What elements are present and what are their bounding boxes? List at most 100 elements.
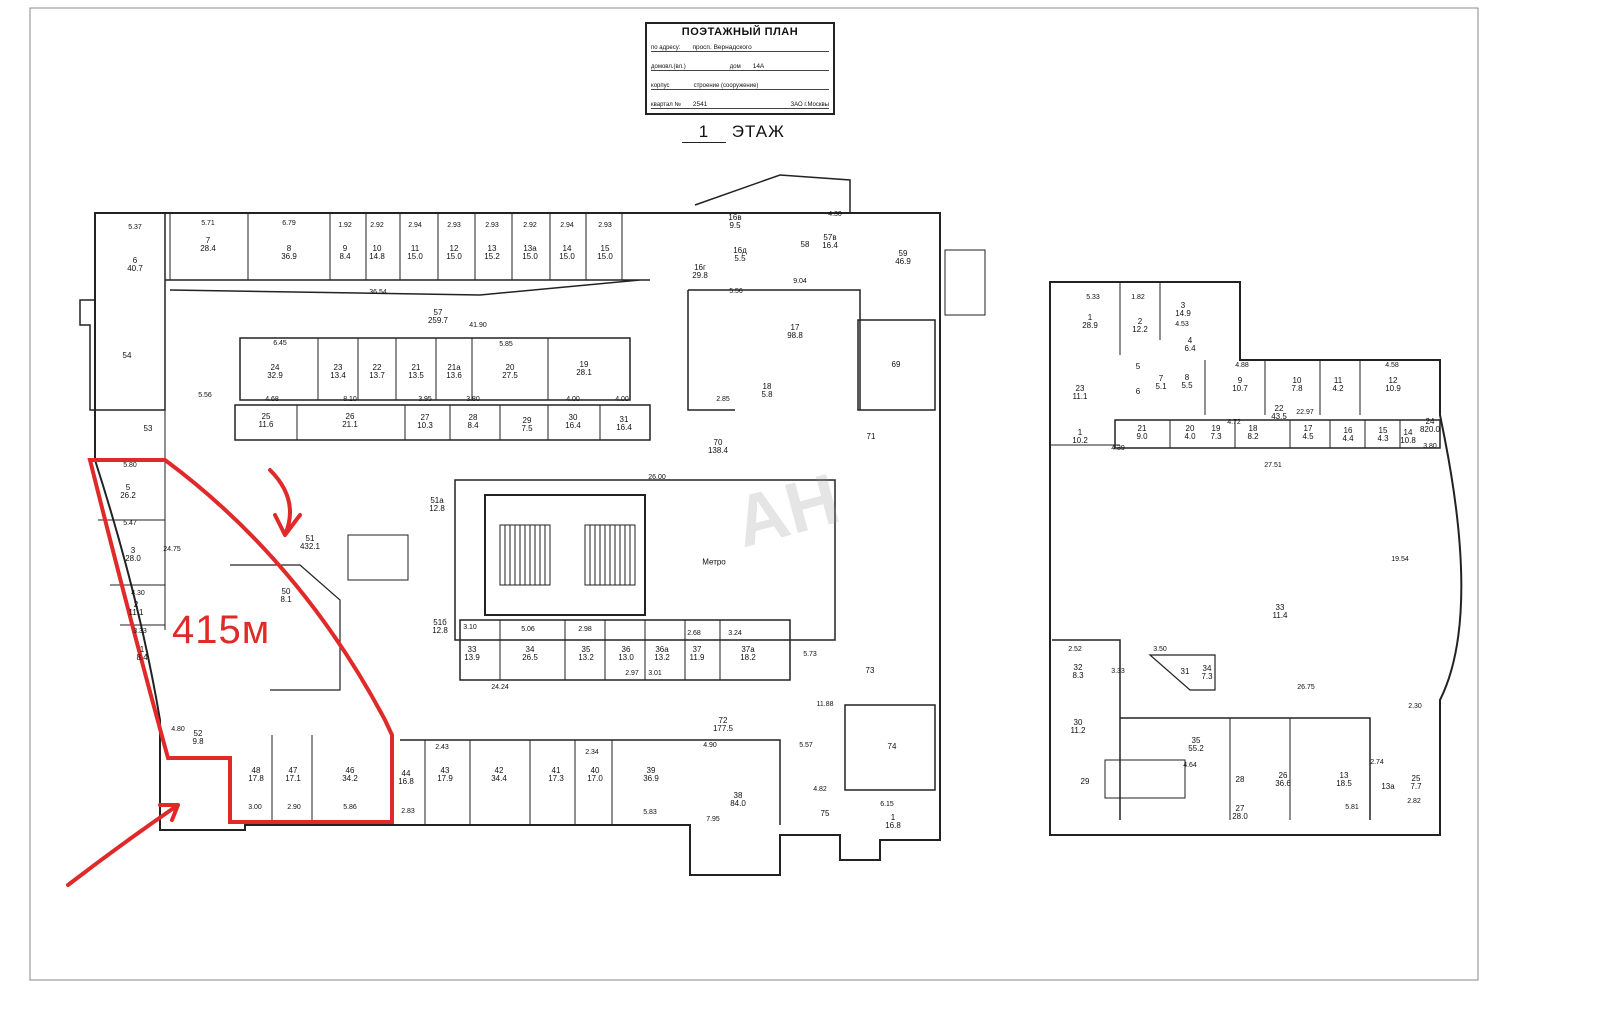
room-number: 41 (551, 766, 561, 775)
room-number: 48 (251, 766, 261, 775)
room-area: 17.0 (587, 774, 603, 783)
room-area: 32.9 (267, 371, 283, 380)
room-number: 54 (122, 351, 132, 360)
dimension-label: 2.68 (687, 630, 701, 637)
room-number: 21 (1137, 424, 1147, 433)
room-number: 28 (468, 413, 478, 422)
dimension-label: 2.98 (578, 626, 592, 633)
room-number: 32 (1073, 663, 1083, 672)
room-area: 138.4 (707, 446, 729, 455)
room-number: 27 (420, 413, 430, 422)
dimension-label: 2.97 (625, 670, 639, 677)
building-label: строение (сооружение) (693, 83, 759, 89)
room-number: 2 (133, 600, 139, 609)
dimension-label: 4.53 (1175, 321, 1189, 328)
dimension-label: 2.92 (523, 222, 537, 229)
dimension-label: 5.47 (123, 520, 137, 527)
room-area: 16.8 (398, 777, 414, 786)
room-area: 10.2 (1072, 436, 1088, 445)
dimension-label: 2.92 (370, 222, 384, 229)
dimension-label: 5.80 (123, 462, 137, 469)
room-number: 1 (890, 813, 896, 822)
room-area: 17.1 (285, 774, 301, 783)
room-number: 16 (1343, 426, 1353, 435)
room-number: 11 (1333, 376, 1343, 385)
room-area: 98.8 (787, 331, 803, 340)
room-number: 22 (372, 363, 382, 372)
room-area: 12.8 (429, 504, 445, 513)
dimension-label: 6.45 (273, 340, 287, 347)
room-number: 38 (733, 791, 743, 800)
room-label: 53 (144, 425, 153, 433)
dimension-label: 2.82 (1407, 798, 1421, 805)
room-number: 4 (1187, 336, 1193, 345)
korpus-label: корпус (651, 83, 670, 89)
room-area: 15.0 (597, 252, 613, 261)
room-area: 13.2 (654, 653, 670, 662)
room-number: 6 (1135, 387, 1141, 396)
room-number: 72 (718, 716, 728, 725)
room-area: 432.1 (299, 542, 321, 551)
dimension-label: 2.93 (447, 222, 461, 229)
room-area: 55.2 (1188, 744, 1204, 753)
room-area: 13.5 (408, 371, 424, 380)
room-number: 12 (1388, 376, 1398, 385)
room-area: 4.5 (1302, 432, 1314, 441)
room-number: 13 (1339, 771, 1349, 780)
room-area: 13.0 (618, 653, 634, 662)
room-number: 3 (1180, 301, 1186, 310)
dimension-label: 24.24 (491, 684, 509, 691)
house-value: 14А (752, 63, 765, 70)
room-number: 34 (1202, 664, 1212, 673)
room-area: 43.5 (1271, 412, 1287, 421)
dimension-label: 5.73 (803, 651, 817, 658)
room-number: 35 (1191, 736, 1201, 745)
sheet-border (29, 7, 1479, 981)
room-area: 11.1 (1072, 392, 1088, 401)
room-area: 27.5 (502, 371, 518, 380)
room-number: 1 (139, 645, 145, 654)
dimension-label: 6.79 (282, 220, 296, 227)
dimension-label: 4.64 (1183, 762, 1197, 769)
room-number: 15 (600, 244, 610, 253)
room-area: 17.3 (548, 774, 564, 783)
room-number: 50 (281, 587, 291, 596)
room-number: 10 (372, 244, 382, 253)
room-number: 15 (1378, 426, 1388, 435)
room-number: 46 (345, 766, 355, 775)
room-number: 51 (305, 534, 315, 543)
room-area: 15.0 (446, 252, 462, 261)
room-area: 9.0 (1136, 432, 1148, 441)
dimension-label: 5.81 (1345, 804, 1359, 811)
room-area: 820.0 (1419, 425, 1441, 434)
room-number: 17 (790, 323, 800, 332)
dimension-label: 3.95 (418, 396, 432, 403)
room-number: 40 (590, 766, 600, 775)
highlighted-area-label: 415м (172, 608, 271, 652)
room-label: 31 (1181, 668, 1190, 676)
